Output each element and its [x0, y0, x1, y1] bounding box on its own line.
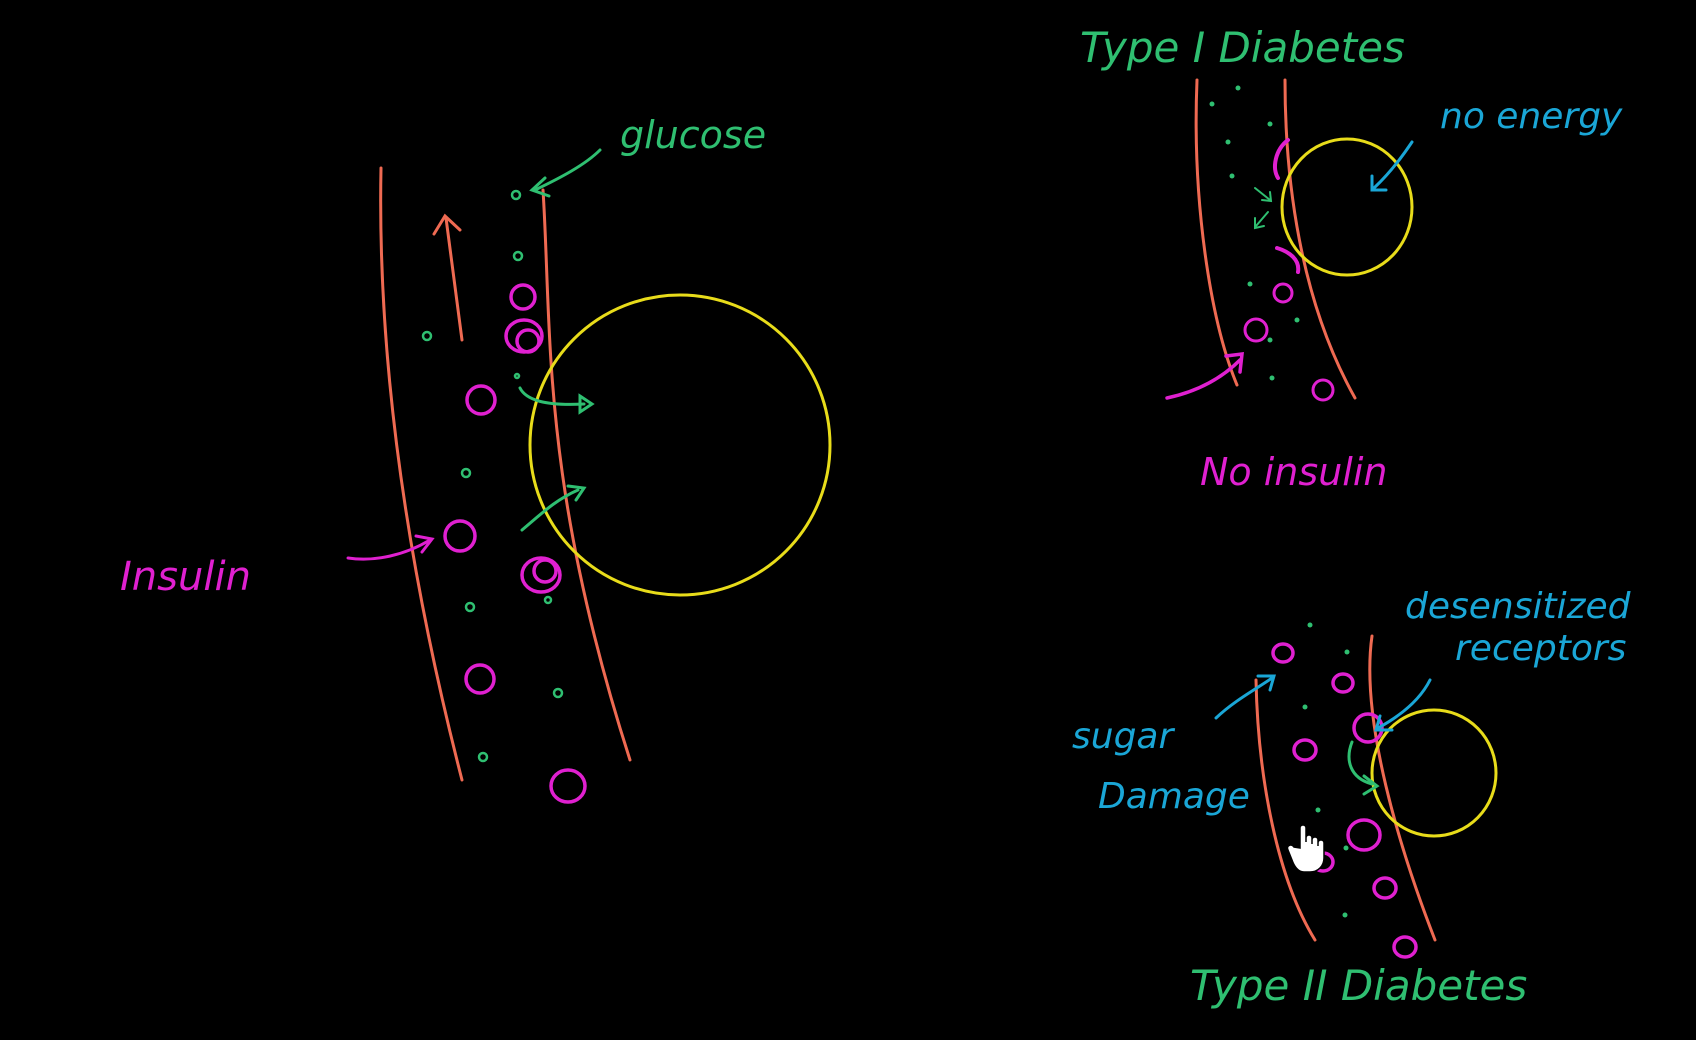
glucose-dot — [1229, 173, 1235, 179]
insulin-circle — [443, 519, 477, 553]
insulin-circle — [1372, 876, 1398, 900]
glucose-blocked-arrows — [1254, 187, 1273, 230]
insulin-label: Insulin — [120, 554, 251, 600]
insulin-circle — [464, 663, 496, 695]
vessel-wall-right — [541, 188, 632, 762]
no-insulin-arrow — [1165, 351, 1244, 400]
desensitized-label: desensitized — [1405, 586, 1632, 627]
no-energy-label: no energy — [1440, 96, 1623, 137]
cell — [528, 293, 832, 597]
insulin-circle — [509, 283, 537, 311]
glucose-dot — [1267, 121, 1273, 127]
insulin-circle — [1243, 317, 1269, 343]
type2-panel: desensitized receptors — [1072, 586, 1632, 1010]
insulin-molecules — [1243, 282, 1335, 402]
glucose-dot — [1342, 912, 1348, 918]
glucose-dot — [1343, 845, 1349, 851]
glucose-label: glucose — [620, 113, 766, 157]
desensitized-arrow — [1374, 678, 1432, 732]
glucose-dot — [543, 595, 553, 605]
glucose-dot — [1209, 101, 1215, 107]
glucose-dot — [1247, 281, 1253, 287]
flow-arrow-icon — [432, 213, 464, 342]
insulin-circle — [1331, 672, 1355, 694]
cell — [1280, 137, 1414, 277]
glucose-dot — [1225, 139, 1231, 145]
glucose-dot — [1315, 807, 1321, 813]
hand-cursor-icon — [1286, 824, 1325, 873]
vessel-wall-left — [379, 166, 464, 782]
insulin-circle — [1352, 712, 1384, 744]
insulin-molecules — [443, 283, 587, 804]
type2-title: Type II Diabetes — [1190, 961, 1527, 1010]
arrowhead-icon — [566, 484, 587, 502]
glucose-entry-arrow — [1347, 740, 1380, 796]
insulin-circle — [1392, 935, 1418, 959]
glucose-molecules — [421, 189, 564, 763]
insulin-circle — [465, 384, 497, 416]
glucose-dot — [1267, 337, 1273, 343]
no-energy-arrow — [1370, 140, 1414, 192]
glucose-entry-arrows — [518, 386, 595, 532]
glucose-entry-arrow — [518, 386, 586, 406]
glucose-dot — [421, 330, 433, 342]
insulin-circle — [1346, 818, 1382, 852]
glucose-entry-arrow — [520, 488, 580, 532]
sugar-damage-arrow — [1214, 674, 1276, 720]
insulin-pointer-arrow — [346, 534, 435, 561]
glucose-dot — [1269, 375, 1275, 381]
sugar-label: sugar — [1072, 716, 1175, 757]
insulin-circle — [1292, 738, 1318, 762]
glucose-dot — [513, 372, 521, 380]
glucose-dot — [1344, 649, 1350, 655]
vessel-wall-left — [1194, 78, 1239, 387]
insulin-circle — [549, 768, 587, 804]
glucose-dot — [477, 751, 489, 763]
insulin-circle — [1271, 642, 1295, 664]
glucose-molecules — [1209, 85, 1300, 381]
glucose-dot — [1294, 317, 1300, 323]
receptor — [1275, 246, 1301, 274]
receptor — [1273, 138, 1290, 180]
insulin-circle — [1272, 282, 1294, 304]
type1-title: Type I Diabetes — [1080, 23, 1405, 72]
insulin-circle — [515, 328, 541, 354]
main-diagram: glucose Insulin — [120, 113, 832, 804]
vessel-wall-left — [1254, 678, 1317, 942]
type1-panel: Type I Diabetes — [1080, 23, 1623, 494]
glucose-dot — [460, 467, 472, 479]
receptors — [1273, 138, 1301, 274]
damage-label: Damage — [1098, 776, 1250, 817]
glucose-dot — [1235, 85, 1241, 91]
receptors-label: receptors — [1455, 628, 1626, 669]
glucose-pointer-arrow — [529, 148, 602, 198]
glucose-dot — [512, 250, 524, 262]
glucose-dot — [552, 687, 564, 699]
cell — [1370, 708, 1498, 838]
arrowhead-icon — [578, 393, 595, 415]
vessel-wall-right — [1283, 78, 1357, 400]
no-insulin-label: No insulin — [1200, 450, 1387, 494]
glucose-molecules — [1302, 622, 1350, 918]
glucose-dot — [464, 601, 476, 613]
vessel-wall-right — [1368, 634, 1437, 942]
glucose-dot — [1302, 704, 1308, 710]
insulin-circle — [532, 558, 558, 584]
glucose-dot — [510, 189, 522, 201]
insulin-circle — [520, 556, 562, 594]
insulin-circle — [1311, 378, 1335, 402]
glucose-dot — [1307, 622, 1313, 628]
insulin-molecules — [1271, 642, 1418, 959]
